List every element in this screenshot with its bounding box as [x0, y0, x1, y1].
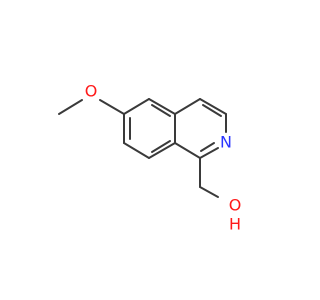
hydroxyl-hydrogen-label: H	[229, 215, 241, 234]
bond-c8-c7	[123, 142, 150, 159]
bond-ch2-oh	[199, 186, 219, 198]
bond-layer	[58, 98, 227, 198]
molecule-diagram: O N O H	[58, 82, 242, 234]
hydroxyl-oxygen-label: O	[229, 196, 242, 215]
bond-c4a-c4	[174, 98, 201, 115]
bond-c4-c3-inner	[202, 104, 222, 117]
bond-c5-c4a	[148, 98, 176, 115]
bond-c4-c3	[199, 98, 227, 115]
bond-n2-c1	[199, 147, 219, 159]
structure-canvas: O N O H	[58, 81, 242, 234]
bond-c8a-c8	[148, 142, 176, 159]
methoxy-oxygen-label: O	[85, 82, 98, 101]
bond-c6-c5	[123, 98, 150, 115]
bond-n2-c1-inner	[200, 142, 215, 152]
bond-c1-c8a	[174, 142, 201, 159]
bond-oxygen-ring	[99, 99, 125, 115]
bond-c8a-c8-inner	[151, 140, 171, 153]
bond-c5-c4a-inner	[151, 104, 171, 117]
bond-methyl-oxygen	[58, 99, 83, 115]
ring-nitrogen-label: N	[220, 133, 232, 152]
